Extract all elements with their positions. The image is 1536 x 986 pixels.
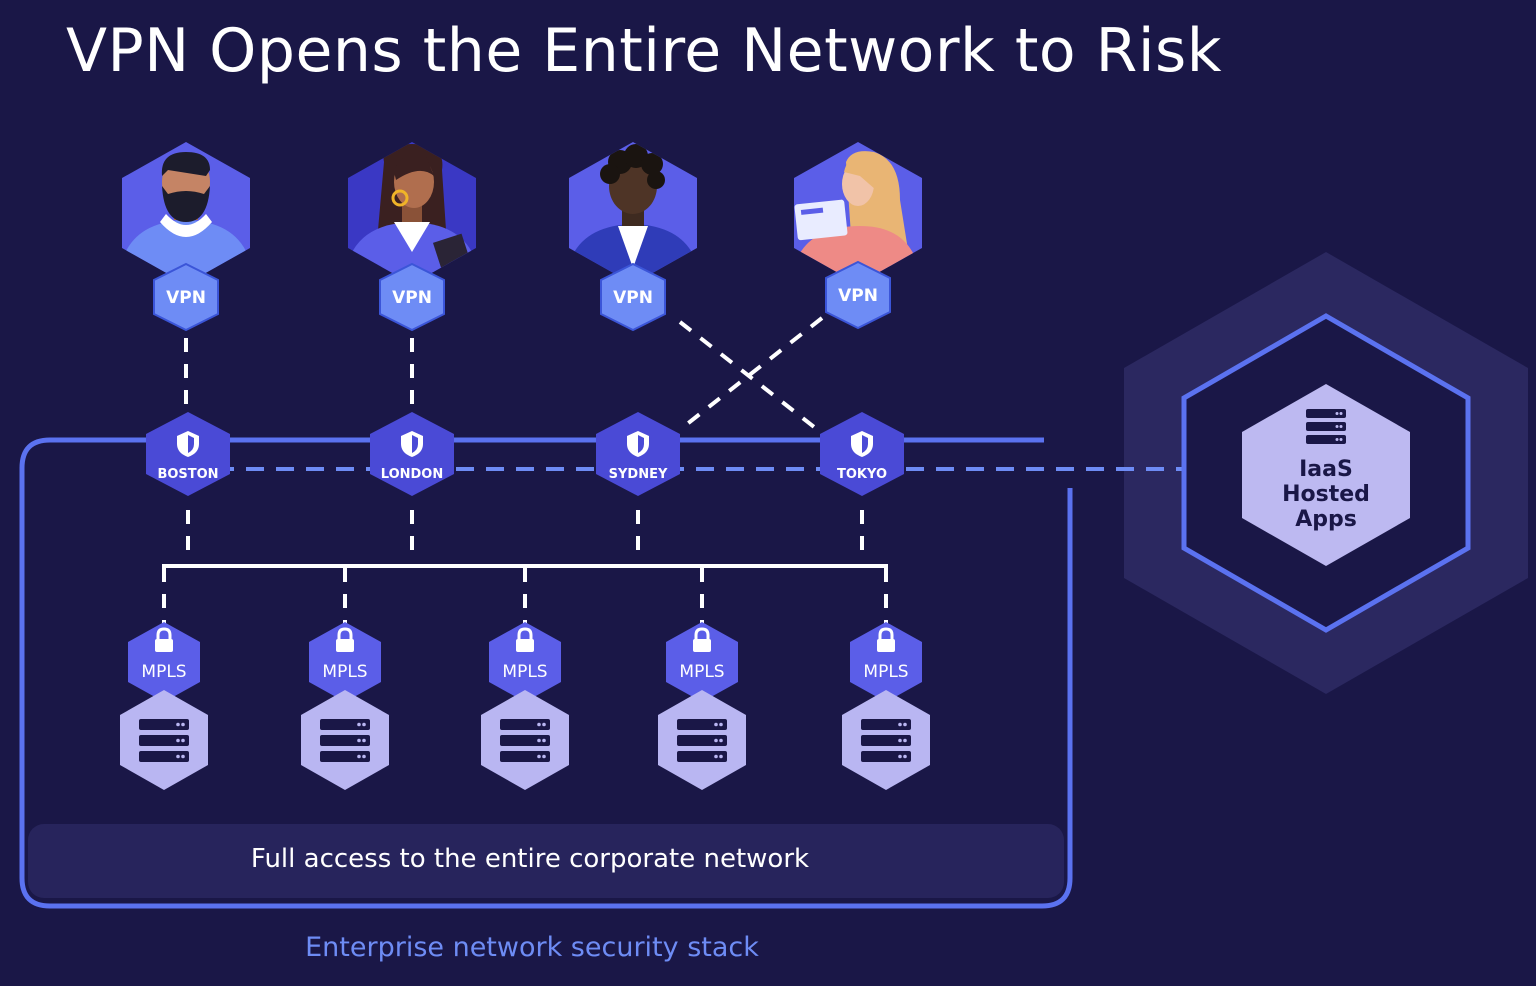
server-icon xyxy=(861,719,911,762)
server-node-0 xyxy=(120,690,208,790)
mpls-label-0: MPLS xyxy=(141,662,186,682)
server-hexes xyxy=(120,690,930,790)
vpn-label-0: VPN xyxy=(166,288,206,308)
stack-label: Enterprise network security stack xyxy=(305,932,759,963)
lock-icon xyxy=(155,627,173,652)
vpn-label-3: VPN xyxy=(838,286,878,306)
mpls-label-2: MPLS xyxy=(502,662,547,682)
mpls-hexes xyxy=(128,622,922,702)
server-icon xyxy=(1306,409,1346,444)
location-hexes xyxy=(146,412,904,496)
vpn-label-1: VPN xyxy=(392,288,432,308)
shield-icon xyxy=(177,431,199,457)
location-label-sydney: SYDNEY xyxy=(609,467,668,482)
mpls-label-3: MPLS xyxy=(679,662,724,682)
vpn-link-sydney-tokyo xyxy=(678,320,820,432)
server-icon xyxy=(677,719,727,762)
location-label-tokyo: TOKYO xyxy=(837,467,887,482)
shield-icon xyxy=(627,431,649,457)
vpn-badges xyxy=(153,260,891,332)
iaas-label-line1: IaaS xyxy=(1299,457,1353,482)
shield-icon xyxy=(401,431,423,457)
location-label-boston: BOSTON xyxy=(157,467,218,482)
lock-icon xyxy=(516,627,534,652)
enterprise-frame xyxy=(19,437,1073,909)
server-icon xyxy=(139,719,189,762)
vpn-label-2: VPN xyxy=(613,288,653,308)
server-node-2 xyxy=(481,690,569,790)
shield-icon xyxy=(851,431,873,457)
server-icon xyxy=(320,719,370,762)
shield-icons xyxy=(177,431,873,457)
server-node-1 xyxy=(301,690,389,790)
vpn-links xyxy=(184,316,824,432)
access-banner xyxy=(28,824,1064,898)
mpls-label-4: MPLS xyxy=(863,662,908,682)
lock-icon xyxy=(877,627,895,652)
mpls-drops xyxy=(162,568,888,626)
server-icon xyxy=(500,719,550,762)
iaas-hex xyxy=(1242,384,1410,566)
page-title: VPN Opens the Entire Network to Risk xyxy=(66,16,1223,86)
lock-icon xyxy=(336,627,354,652)
server-node-3 xyxy=(658,690,746,790)
location-label-london: LONDON xyxy=(381,467,443,482)
access-banner-text: Full access to the entire corporate netw… xyxy=(251,844,809,874)
server-node-4 xyxy=(842,690,930,790)
vpn-link-tokyo-sydney xyxy=(680,316,824,430)
location-drops xyxy=(186,510,864,562)
iaas-label-line2: Hosted xyxy=(1282,482,1370,507)
iaas-label-line3: Apps xyxy=(1295,507,1357,532)
lock-icons xyxy=(155,627,895,652)
mpls-label-1: MPLS xyxy=(322,662,367,682)
lock-icon xyxy=(693,627,711,652)
